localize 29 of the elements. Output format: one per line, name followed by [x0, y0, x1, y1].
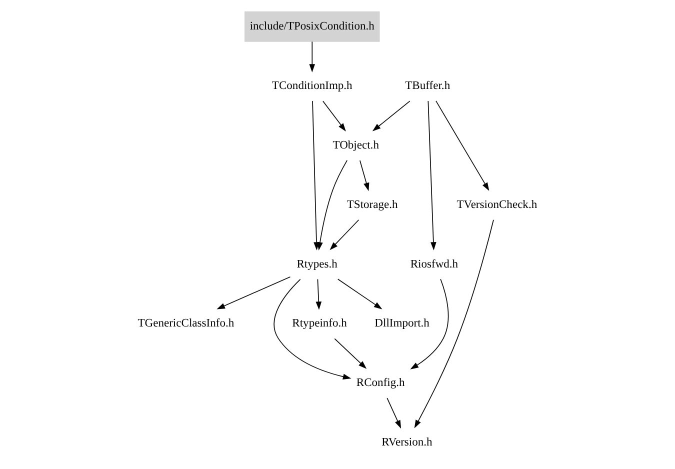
arrow: [360, 160, 370, 192]
node-text: TConditionImp.h: [272, 80, 352, 92]
arrow: [316, 278, 322, 310]
arrow: [317, 160, 348, 250]
node-text: Riosfwd.h: [410, 258, 458, 270]
arrow: [309, 41, 316, 72]
node-text: RConfig.h: [356, 377, 405, 390]
arrow: [428, 100, 436, 250]
arrow: [337, 278, 382, 310]
arrow: [334, 338, 367, 369]
node-box: include/TPosixCondition.h: [244, 11, 380, 42]
node-text: TStorage.h: [346, 198, 398, 211]
arrow: [436, 100, 490, 191]
node-text: RVersion.h: [382, 436, 432, 448]
arrow: [414, 219, 494, 428]
node-text: Rtypes.h: [296, 258, 338, 270]
node-text: TObject.h: [332, 139, 379, 152]
arrow: [410, 278, 449, 370]
node-text: TGenericClassInfo.h: [138, 318, 234, 330]
node-text: DllImport.h: [374, 318, 430, 330]
node-text: TBuffer.h: [405, 80, 450, 92]
arrow: [216, 276, 291, 310]
node-text: Rtypeinfo.h: [292, 318, 347, 330]
arrow: [274, 278, 352, 380]
arrow: [330, 219, 360, 250]
arrow: [386, 398, 402, 429]
node-text: TVersionCheck.h: [456, 198, 538, 211]
arrow: [372, 100, 410, 132]
arrow: [322, 100, 346, 132]
